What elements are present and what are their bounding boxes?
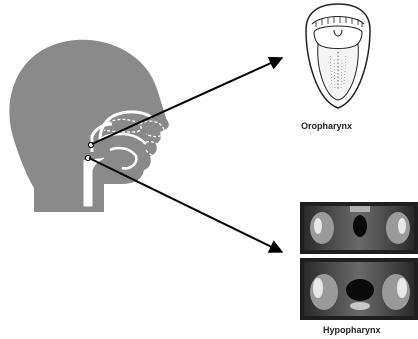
open-mouth-icon xyxy=(306,4,370,108)
oropharynx-label: Oropharynx xyxy=(301,121,352,131)
ct-scan-lower xyxy=(300,258,418,320)
arrow-to-hypopharynx xyxy=(89,158,282,252)
hypopharynx-label: Hypopharynx xyxy=(323,325,381,335)
ct-scan-upper xyxy=(300,202,418,254)
